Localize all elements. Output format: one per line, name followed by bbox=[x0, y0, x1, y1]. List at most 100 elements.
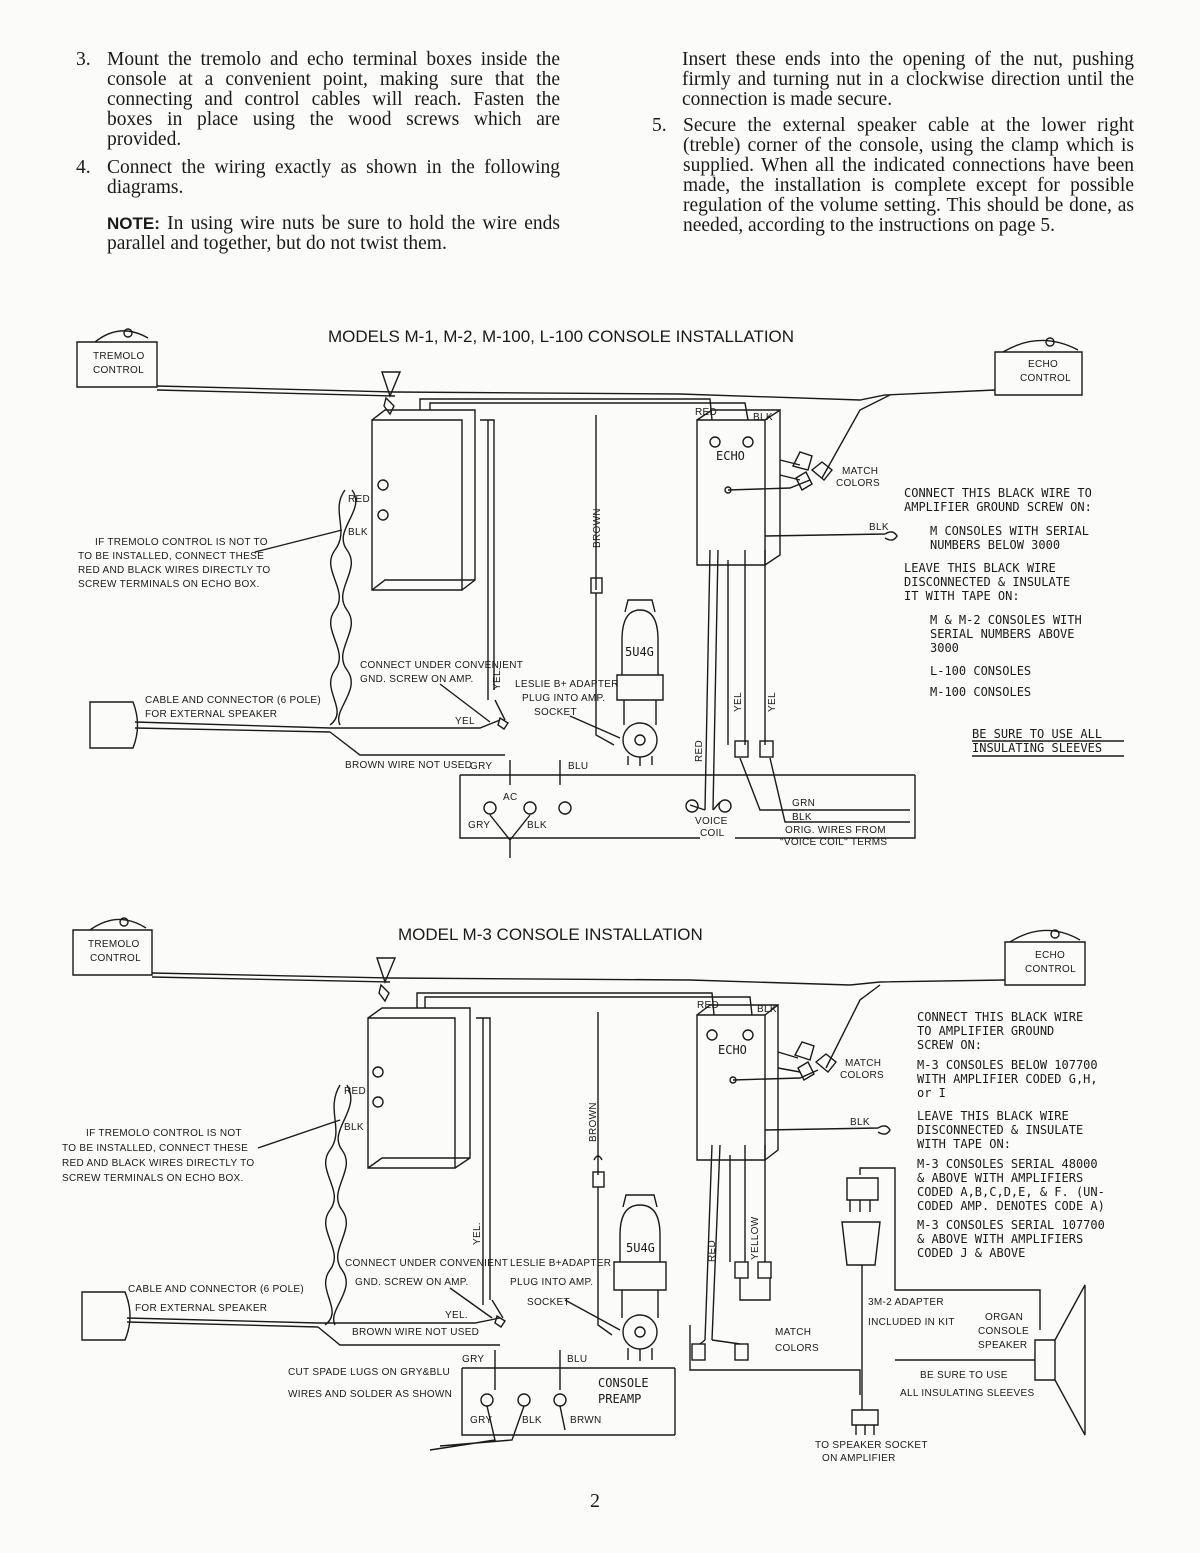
d1-tube-label: 5U4G bbox=[625, 645, 654, 659]
d2-organ-l3: SPEAKER bbox=[978, 1340, 1027, 1351]
d2-preamp-terminal-2 bbox=[517, 1393, 531, 1407]
d2-wire-nut-icon bbox=[376, 957, 397, 984]
d1-connect-under-l1: CONNECT UNDER CONVENIENT bbox=[360, 660, 523, 671]
d1-tremolo-knob-icon bbox=[94, 330, 149, 343]
d1-match-l2: COLORS bbox=[836, 478, 880, 489]
d2-match2-l1: MATCH bbox=[775, 1327, 811, 1338]
d1-tremolo-l1: TREMOLO bbox=[93, 351, 145, 362]
d1-orig-l1: ORIG. WIRES FROM bbox=[785, 825, 886, 836]
d2-blk2-label: BLK bbox=[522, 1415, 542, 1426]
d2-m3c-l2: & ABOVE WITH AMPLIFIERS bbox=[917, 1232, 1083, 1246]
d2-connect-black-l3: SCREW ON: bbox=[917, 1038, 982, 1052]
d1-echo-red: RED bbox=[695, 407, 717, 418]
d1-title: MODELS M-1, M-2, M-100, L-100 CONSOLE IN… bbox=[328, 327, 794, 346]
d1-gry-bottom: GRY bbox=[468, 820, 490, 831]
d2-adapter-plug-icon bbox=[846, 1177, 879, 1212]
d1-echo-knob-icon bbox=[1002, 339, 1079, 353]
d2-m3a-l1: M-3 CONSOLES BELOW 107700 bbox=[917, 1058, 1098, 1072]
d2-to-speaker-plug-icon bbox=[851, 1409, 879, 1435]
d2-cut-l1: CUT SPADE LUGS ON GRY&BLU bbox=[288, 1367, 450, 1378]
step-3-number: 3. bbox=[76, 49, 91, 70]
d1-blu-label: BLU bbox=[568, 761, 588, 772]
d2-console-preamp-box bbox=[461, 1367, 676, 1436]
d2-m3b-l3: CODED A,B,C,D,E, & F. (UN- bbox=[917, 1185, 1105, 1199]
right-text-column: Insert these ends into the opening of th… bbox=[650, 50, 1134, 244]
d2-title: MODEL M-3 CONSOLE INSTALLATION bbox=[398, 925, 703, 944]
d1-voice-l1: VOICE bbox=[695, 816, 728, 827]
d2-tremolo-l2: CONTROL bbox=[90, 953, 141, 964]
d1-be-sure-l2: INSULATING SLEEVES bbox=[972, 741, 1102, 755]
d2-m3b-l4: CODED AMP. DENOTES CODE A) bbox=[917, 1199, 1105, 1213]
d2-brown-label: BROWN bbox=[588, 1102, 599, 1142]
d2-organ-l1: ORGAN bbox=[985, 1312, 1023, 1323]
d2-gry-label: GRY bbox=[462, 1354, 484, 1365]
left-text-column: 3. Mount the tremolo and echo terminal b… bbox=[74, 50, 560, 254]
d2-if-tremolo-l4: SCREW TERMINALS ON ECHO BOX. bbox=[62, 1173, 244, 1184]
d1-tube-5u4g-icon bbox=[621, 609, 659, 675]
d1-voice-coil-terminal-2 bbox=[718, 799, 732, 813]
d2-if-tremolo-l2: TO BE INSTALLED, CONNECT THESE bbox=[62, 1143, 248, 1154]
d2-cable-l2: FOR EXTERNAL SPEAKER bbox=[135, 1303, 267, 1314]
d2-echo-knob-icon bbox=[1009, 929, 1081, 943]
d2-blu-label: BLU bbox=[567, 1354, 587, 1365]
d1-echo-ctrl-l2: CONTROL bbox=[1020, 373, 1071, 384]
d2-echo-box bbox=[696, 1003, 779, 1161]
d2-red-label: RED bbox=[344, 1086, 366, 1097]
d1-if-tremolo-l4: SCREW TERMINALS ON ECHO BOX. bbox=[78, 579, 260, 590]
step-4-text: Connect the wiring exactly as shown in t… bbox=[107, 157, 560, 198]
d2-leslie-l3: SOCKET bbox=[527, 1297, 570, 1308]
d2-m3b-l1: M-3 CONSOLES SERIAL 48000 bbox=[917, 1157, 1098, 1171]
d1-voice-l2: COIL bbox=[700, 828, 725, 839]
d2-match-l2: COLORS bbox=[840, 1070, 884, 1081]
d1-blk-bottom: BLK bbox=[527, 820, 547, 831]
note: NOTE: In using wire nuts be sure to hold… bbox=[107, 214, 560, 254]
d1-gry-label: GRY bbox=[470, 761, 492, 772]
d1-ac-terminal-3 bbox=[558, 801, 572, 815]
d2-echo-ctrl-l1: ECHO bbox=[1035, 950, 1065, 961]
d2-leave-l2: DISCONNECTED & INSULATE bbox=[917, 1123, 1083, 1137]
diagram-1: MODELS M-1, M-2, M-100, L-100 CONSOLE IN… bbox=[76, 327, 1124, 858]
d2-tube-label: 5U4G bbox=[626, 1241, 655, 1255]
step-5-text: Secure the external speaker cable at the… bbox=[683, 115, 1134, 236]
d1-echo-box bbox=[696, 408, 781, 566]
d2-if-tremolo-l1: IF TREMOLO CONTROL IS NOT bbox=[86, 1128, 242, 1139]
d1-leave-l1: LEAVE THIS BLACK WIRE bbox=[904, 561, 1056, 575]
step-3: 3. Mount the tremolo and echo terminal b… bbox=[74, 50, 560, 150]
d2-to-speaker-l2: ON AMPLIFIER bbox=[822, 1453, 896, 1464]
d2-m3c-l3: CODED J & ABOVE bbox=[917, 1246, 1025, 1260]
d2-preamp-l2: PREAMP bbox=[598, 1392, 641, 1406]
d1-cable-l2: FOR EXTERNAL SPEAKER bbox=[145, 709, 277, 720]
d1-ac-terminal-1 bbox=[483, 801, 497, 815]
d2-tube-5u4g-icon bbox=[619, 1204, 661, 1262]
d2-organ-speaker-icon bbox=[1034, 1339, 1056, 1381]
d1-leslie-l1: LESLIE B+ ADAPTER bbox=[515, 679, 619, 690]
d1-yel-vert-1: YEL bbox=[733, 692, 744, 712]
step-3-text: Mount the tremolo and echo terminal boxe… bbox=[107, 49, 560, 150]
d2-cut-l2: WIRES AND SOLDER AS SHOWN bbox=[288, 1389, 452, 1400]
d1-yel-label: YEL bbox=[455, 716, 475, 727]
d2-connect-under-l1: CONNECT UNDER CONVENIENT bbox=[345, 1258, 508, 1269]
d2-connect-black-l2: TO AMPLIFIER GROUND bbox=[917, 1024, 1054, 1038]
d2-connect-black-l1: CONNECT THIS BLACK WIRE bbox=[917, 1010, 1083, 1024]
d2-tremolo-l1: TREMOLO bbox=[88, 939, 140, 950]
d1-blk-ground: BLK bbox=[869, 522, 889, 533]
d2-organ-l2: CONSOLE bbox=[978, 1326, 1029, 1337]
d2-echo-red: RED bbox=[697, 1000, 719, 1011]
d1-echo-label: ECHO bbox=[716, 449, 745, 463]
d1-yel2-label: YEL. bbox=[492, 667, 503, 690]
d2-m3b-l2: & ABOVE WITH AMPLIFIERS bbox=[917, 1171, 1083, 1185]
d1-connect-under-l2: GND. SCREW ON AMP. bbox=[360, 674, 474, 685]
d2-echo-control-box bbox=[1004, 941, 1086, 986]
d1-echo-ctrl-l1: ECHO bbox=[1028, 359, 1058, 370]
note-label: NOTE: bbox=[107, 214, 160, 233]
d1-leslie-l3: SOCKET bbox=[534, 707, 577, 718]
d2-connect-under-l2: GND. SCREW ON AMP. bbox=[355, 1277, 469, 1288]
d2-brwn-label: BRWN bbox=[570, 1415, 602, 1426]
d1-m2-l3: 3000 bbox=[930, 641, 959, 655]
note-text: In using wire nuts be sure to hold the w… bbox=[107, 213, 560, 254]
d2-adapter-l2: INCLUDED IN KIT bbox=[868, 1317, 955, 1328]
d2-leslie-l1: LESLIE B+ADAPTER bbox=[510, 1258, 611, 1269]
d1-match-wirenuts-icon bbox=[791, 451, 833, 491]
d1-if-tremolo-l2: TO BE INSTALLED, CONNECT THESE bbox=[78, 551, 264, 562]
